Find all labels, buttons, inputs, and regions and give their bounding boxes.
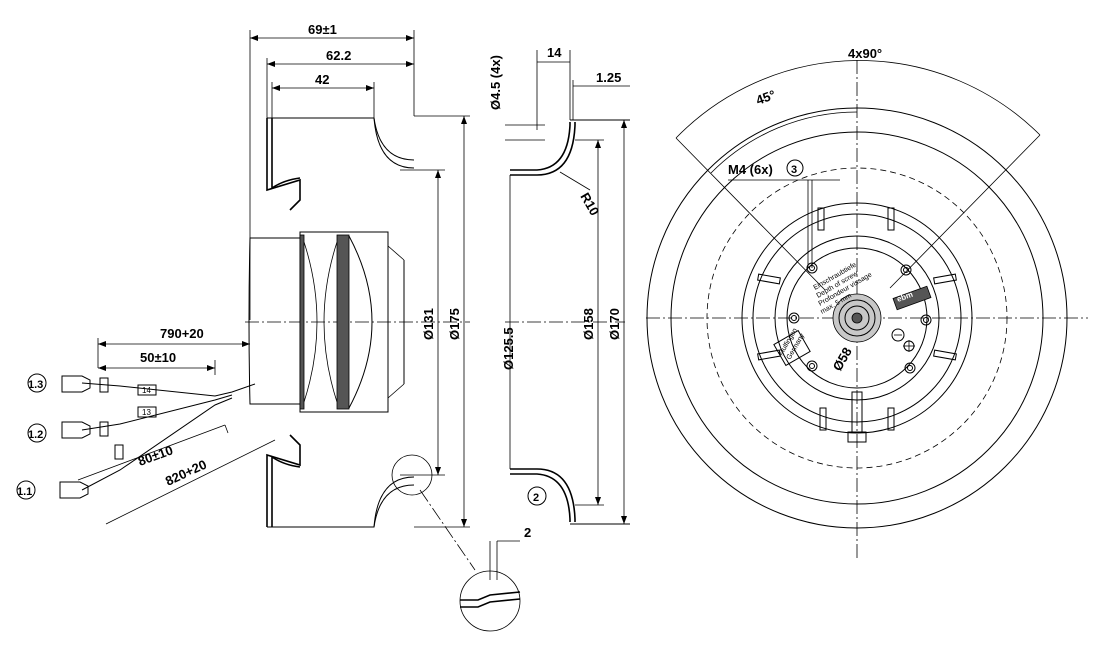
section-view: 14 1.25 Ø4.5 (4x) R10 Ø125.5 Ø158 Ø170 2 xyxy=(488,45,630,525)
marker-13: 13 xyxy=(142,408,151,417)
dim-r10: R10 xyxy=(577,190,602,218)
cable-790: 790+20 xyxy=(160,326,204,341)
dim-dia-131: Ø131 xyxy=(421,308,436,340)
dim-dia-58: Ø58 xyxy=(830,345,855,374)
cable-50: 50±10 xyxy=(140,350,176,365)
dim-14: 14 xyxy=(547,45,562,60)
dim-m4: M4 (6x) xyxy=(728,162,773,177)
front-view: 4x90° 45° M4 (6x) 3 Einschraubtiefe Dept… xyxy=(646,46,1088,560)
dim-dia-175: Ø175 xyxy=(447,308,462,340)
dim-holes: Ø4.5 (4x) xyxy=(488,55,503,110)
dim-wall: 2 xyxy=(524,525,531,540)
dim-angle-4x90: 4x90° xyxy=(848,46,882,61)
dim-angle-45: 45° xyxy=(754,87,778,108)
dim-ring-width: 62.2 xyxy=(326,48,351,63)
callout-1-1: 1.1 xyxy=(17,486,32,498)
dim-inlet-depth: 42 xyxy=(315,72,329,87)
dim-dia-158: Ø158 xyxy=(581,308,596,340)
dim-1-25: 1.25 xyxy=(596,70,621,85)
dim-overall-width: 69±1 xyxy=(308,22,337,37)
side-view: 69±1 62.2 42 Ø131 xyxy=(16,22,476,571)
dim-dia-125-5: Ø125.5 xyxy=(501,327,516,370)
callout-1-3: 1.3 xyxy=(28,379,43,391)
callout-2: 2 xyxy=(533,492,539,504)
dim-dia-170: Ø170 xyxy=(607,308,622,340)
callout-1-2: 1.2 xyxy=(28,429,43,441)
marker-14: 14 xyxy=(142,386,151,395)
detail-view: 2 xyxy=(459,525,531,632)
callout-3: 3 xyxy=(791,164,797,176)
